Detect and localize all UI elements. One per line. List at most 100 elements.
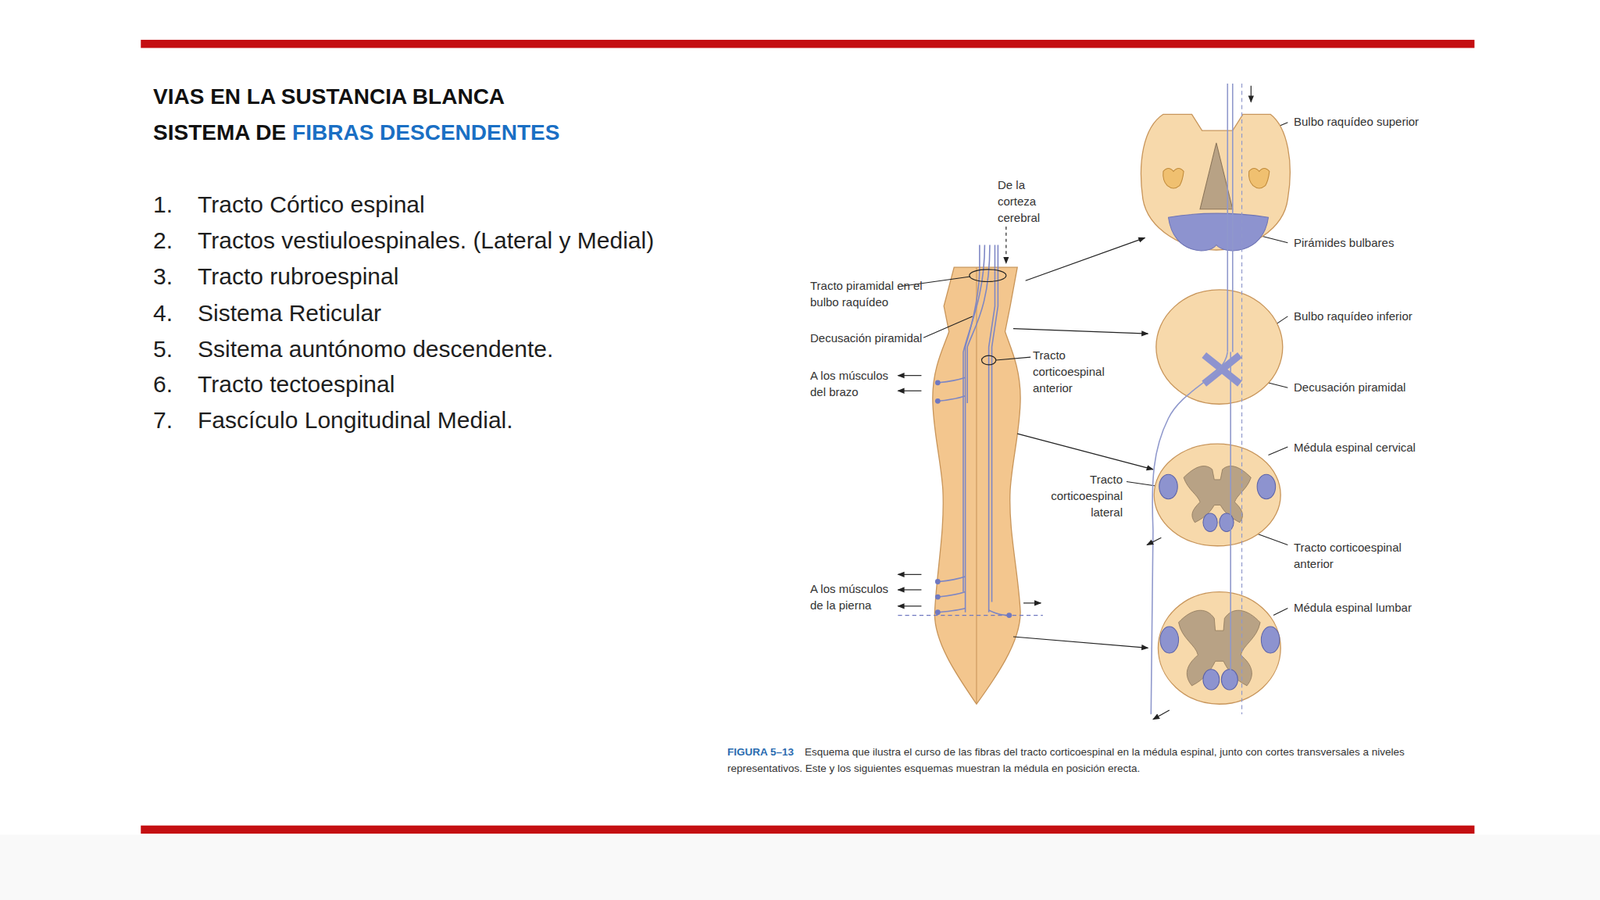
section-fibers bbox=[1150, 83, 1242, 715]
corticospinal-fibers bbox=[939, 576, 966, 583]
corticospinal-fibers bbox=[939, 244, 1010, 615]
list-item: Tracto Córtico espinal bbox=[197, 190, 425, 219]
spinal-cord bbox=[975, 267, 977, 704]
cervical-section bbox=[1219, 513, 1234, 533]
list-item: Tracto tectoespinal bbox=[197, 370, 395, 399]
corticospinal-fibers bbox=[939, 592, 966, 598]
tract-outline bbox=[969, 269, 1007, 283]
list-number: 1. bbox=[153, 190, 173, 219]
list-item: Fascículo Longitudinal Medial. bbox=[197, 406, 514, 435]
section-fibers bbox=[1226, 83, 1229, 353]
slide-title: VIAS EN LA SUSTANCIA BLANCA bbox=[153, 83, 505, 111]
lower-medulla-section bbox=[1156, 289, 1283, 404]
lumbar-section bbox=[1157, 592, 1281, 705]
figure-label: Médula espinal cervical bbox=[1293, 439, 1416, 456]
figure-label: Decusación piramidal bbox=[1293, 378, 1406, 396]
red-bar bbox=[140, 825, 1475, 834]
direction-arrow bbox=[1146, 85, 1251, 720]
section-fibers bbox=[1150, 352, 1228, 715]
list-item: Ssitema auntónomo descendente. bbox=[197, 335, 554, 364]
leader-line bbox=[923, 316, 973, 338]
lumbar-section bbox=[1160, 626, 1179, 654]
list-item: Sistema Reticular bbox=[197, 299, 382, 328]
section-arrow bbox=[1013, 636, 1148, 648]
section-arrow bbox=[1017, 433, 1154, 470]
section-fibers bbox=[1241, 83, 1243, 715]
spinal-cord bbox=[932, 267, 1021, 704]
direction-arrow bbox=[1250, 85, 1252, 103]
leader-line bbox=[996, 357, 1031, 361]
spinal-cord bbox=[932, 267, 1021, 704]
upper-medulla-section bbox=[1248, 168, 1269, 189]
lumbar-section bbox=[1178, 610, 1261, 686]
list-item: Tracto rubroespinal bbox=[197, 262, 399, 291]
cervical-section bbox=[1153, 443, 1281, 547]
output-arrow bbox=[897, 375, 1041, 607]
corticospinal-fibers bbox=[939, 607, 966, 612]
list-number: 7. bbox=[153, 406, 173, 435]
corticospinal-fibers bbox=[989, 610, 1010, 616]
figure-label: Tracto corticoespinal anterior bbox=[1032, 346, 1113, 397]
footer-band bbox=[0, 834, 1600, 900]
leader-line bbox=[1268, 446, 1289, 455]
cervical-section bbox=[1153, 443, 1281, 547]
figure-label: Bulbo raquídeo superior bbox=[1293, 113, 1419, 130]
dashed-level-line bbox=[897, 614, 1043, 616]
list-number: 2. bbox=[153, 226, 173, 255]
output-arrow bbox=[897, 574, 922, 575]
cervical-section bbox=[1257, 474, 1276, 499]
list-number: 3. bbox=[153, 262, 173, 291]
lumbar-section bbox=[1157, 592, 1281, 705]
figure-label: Bulbo raquídeo inferior bbox=[1293, 307, 1413, 325]
cervical-section bbox=[1203, 513, 1218, 533]
list-number: 5. bbox=[153, 335, 173, 364]
figure-label: A los músculos del brazo bbox=[810, 367, 900, 400]
figure-label: Tracto corticoespinal anterior bbox=[1293, 539, 1423, 572]
section-fibers bbox=[1229, 352, 1232, 676]
section-arrow bbox=[1013, 328, 1148, 335]
figure-label: Decusación piramidal bbox=[810, 329, 922, 347]
corticospinal-fibers bbox=[963, 244, 985, 592]
upper-medulla-section bbox=[1168, 213, 1269, 251]
leader-line bbox=[1273, 607, 1288, 615]
figure-caption: Esquema que ilustra el curso de las fibr… bbox=[727, 746, 1405, 775]
leader-line bbox=[1260, 235, 1288, 243]
motor-neuron-dot bbox=[935, 379, 1012, 618]
red-bar bbox=[140, 39, 1475, 48]
output-arrow bbox=[897, 605, 922, 607]
subtitle-highlight: FIBRAS DESCENDENTES bbox=[292, 120, 560, 145]
figure-number: FIGURA 5–13 bbox=[727, 746, 794, 758]
corticospinal-fibers bbox=[992, 244, 999, 602]
figure-caption-block: FIGURA 5–13Esquema que ilustra el curso … bbox=[727, 743, 1475, 777]
lumbar-section bbox=[1203, 669, 1220, 690]
direction-arrow bbox=[1146, 537, 1161, 545]
section-fibers bbox=[1232, 83, 1234, 353]
cervical-section bbox=[1183, 466, 1251, 523]
subtitle-text: SISTEMA DE bbox=[153, 120, 286, 145]
upper-medulla-section bbox=[1141, 114, 1291, 251]
direction-arrow bbox=[1153, 710, 1170, 720]
motor-neuron-dot bbox=[935, 379, 941, 386]
slide-subtitle: SISTEMA DEFIBRAS DESCENDENTES bbox=[153, 119, 560, 147]
list-number: 4. bbox=[153, 299, 173, 328]
corticospinal-fibers bbox=[939, 377, 966, 383]
lumbar-section bbox=[1221, 669, 1238, 690]
figure-label: Pirámides bulbares bbox=[1293, 234, 1394, 251]
leader-line bbox=[897, 122, 1288, 616]
corticospinal-fibers bbox=[965, 244, 980, 612]
output-arrow bbox=[1023, 602, 1041, 604]
corticospinal-fibers bbox=[939, 396, 966, 402]
upper-medulla-section bbox=[1163, 168, 1184, 189]
figure-label: Tracto corticoespinal lateral bbox=[1042, 471, 1123, 521]
section-arrow bbox=[1013, 237, 1154, 648]
corticospinal-fibers bbox=[967, 244, 990, 403]
motor-neuron-dot bbox=[935, 578, 941, 585]
lower-medulla-section bbox=[1203, 355, 1240, 385]
lower-medulla-section bbox=[1156, 289, 1283, 404]
motor-neuron-dot bbox=[935, 594, 941, 600]
input-arrow bbox=[1005, 226, 1007, 264]
section-arrow bbox=[1025, 237, 1146, 281]
output-arrow bbox=[897, 390, 922, 392]
figure-label: Médula espinal lumbar bbox=[1293, 599, 1412, 616]
